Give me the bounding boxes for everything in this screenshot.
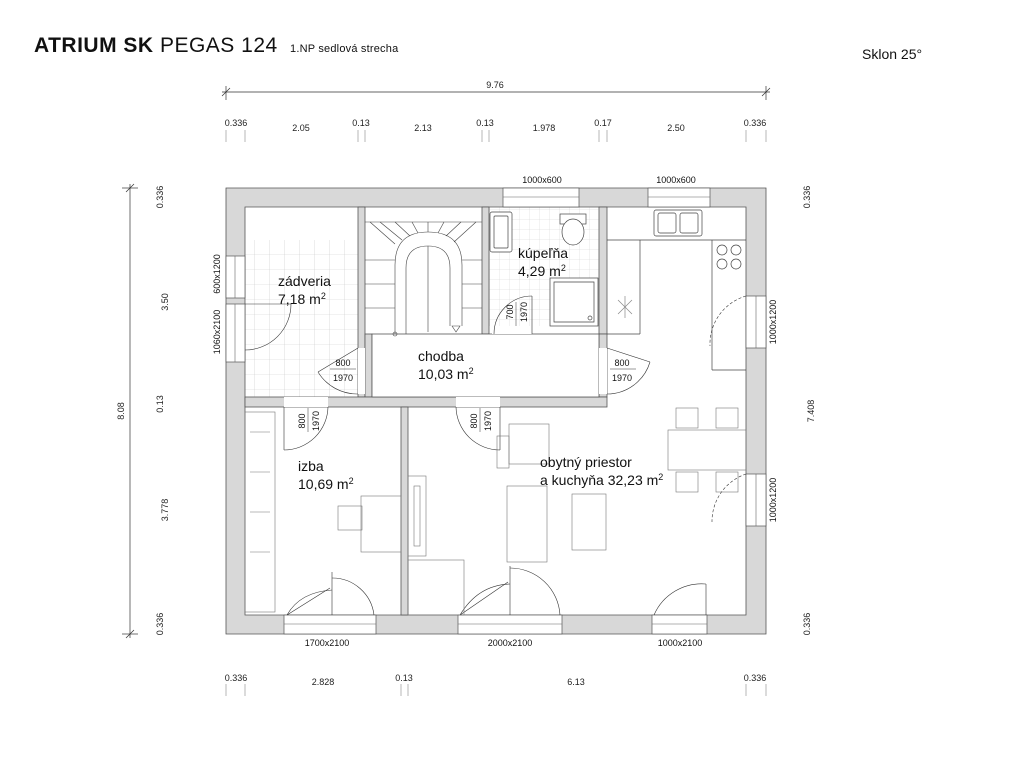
room-name-kupelna: kúpeľňa — [518, 245, 568, 261]
dim-top-1: 0.336 — [225, 118, 248, 128]
room-area-obytny: a kuchyňa 32,23 m2 — [540, 472, 663, 488]
dim-right-3: 0.336 — [802, 613, 812, 636]
label-door-zad-w: 800 — [335, 358, 350, 368]
dim-bottom-5: 0.336 — [744, 673, 767, 683]
entry-tiles — [245, 240, 358, 397]
label-door-living-w: 800 — [469, 413, 479, 428]
staircase — [365, 221, 482, 337]
dim-top-9: 0.336 — [744, 118, 767, 128]
dim-left-5: 0.336 — [155, 613, 165, 636]
dim-left-3: 0.13 — [155, 395, 165, 413]
dim-left-total: 8.08 — [116, 402, 126, 420]
label-win-top-kitchen: 1000x600 — [656, 175, 696, 185]
label-win-left-lower: 1060x2100 — [212, 310, 222, 355]
dim-left-2: 3.50 — [160, 293, 170, 311]
room-name-zadveria: zádveria — [278, 273, 331, 289]
label-door-bottom-right: 1000x2100 — [658, 638, 703, 648]
door-swings — [244, 295, 747, 616]
label-door-kitchen-w: 800 — [614, 358, 629, 368]
kitchen-fixtures — [607, 209, 746, 371]
room-name-izba: izba — [298, 458, 324, 474]
dim-top-3: 0.13 — [352, 118, 370, 128]
room-area-chodba: 10,03 m2 — [418, 366, 474, 382]
room-area-kupelna: 4,29 m2 — [518, 263, 566, 279]
label-win-top-bath: 1000x600 — [522, 175, 562, 185]
openings — [225, 187, 767, 635]
label-win-bottom-living: 2000x2100 — [488, 638, 533, 648]
dim-bottom-4: 6.13 — [567, 677, 585, 687]
dim-top-6: 1.978 — [533, 123, 556, 133]
floor-subtitle: 1.NP sedlová strecha — [290, 43, 399, 55]
dim-right-2: 7.408 — [806, 400, 816, 423]
label-win-left-upper: 600x1200 — [212, 254, 222, 294]
brand-name: ATRIUM SK — [34, 34, 154, 57]
dimension-lines — [122, 86, 771, 696]
furniture — [244, 407, 747, 616]
room-area-zadveria: 7,18 m2 — [278, 291, 326, 307]
label-door-zad-h: 1970 — [333, 373, 353, 383]
label-win-right-upper: 1000x1200 — [768, 300, 778, 345]
label-win-bottom-izba: 1700x2100 — [305, 638, 350, 648]
corridor-floor — [371, 333, 600, 398]
label-door-living-h: 1970 — [483, 411, 493, 431]
dim-top-total: 9.76 — [486, 80, 504, 90]
room-area-izba: 10,69 m2 — [298, 476, 354, 492]
dim-left-4: 3.778 — [160, 499, 170, 522]
drawing-title: ATRIUM SK PEGAS 124 1.NP sedlová strecha — [34, 34, 398, 58]
label-door-kitchen-h: 1970 — [612, 373, 632, 383]
room-name-obytny: obytný priestor — [540, 454, 632, 470]
label-door-bath-w: 700 — [505, 304, 515, 319]
room-name-chodba: chodba — [418, 348, 464, 364]
label-door-izba-h: 1970 — [311, 411, 321, 431]
bathroom-fixtures — [489, 211, 599, 327]
dim-bottom-1: 0.336 — [225, 673, 248, 683]
dim-left-1: 0.336 — [155, 186, 165, 209]
dim-top-5: 0.13 — [476, 118, 494, 128]
label-door-izba-w: 800 — [297, 413, 307, 428]
dim-top-7: 0.17 — [594, 118, 612, 128]
dim-right-1: 0.336 — [802, 186, 812, 209]
dim-bottom-2: 2.828 — [312, 677, 335, 687]
label-win-right-lower: 1000x1200 — [768, 478, 778, 523]
dim-bottom-3: 0.13 — [395, 673, 413, 683]
dim-top-8: 2.50 — [667, 123, 685, 133]
label-door-bath-h: 1970 — [519, 302, 529, 322]
roof-slope: Sklon 25° — [862, 46, 923, 62]
dim-top-4: 2.13 — [414, 123, 432, 133]
dim-top-2: 2.05 — [292, 123, 310, 133]
model-name: PEGAS 124 — [159, 34, 278, 57]
